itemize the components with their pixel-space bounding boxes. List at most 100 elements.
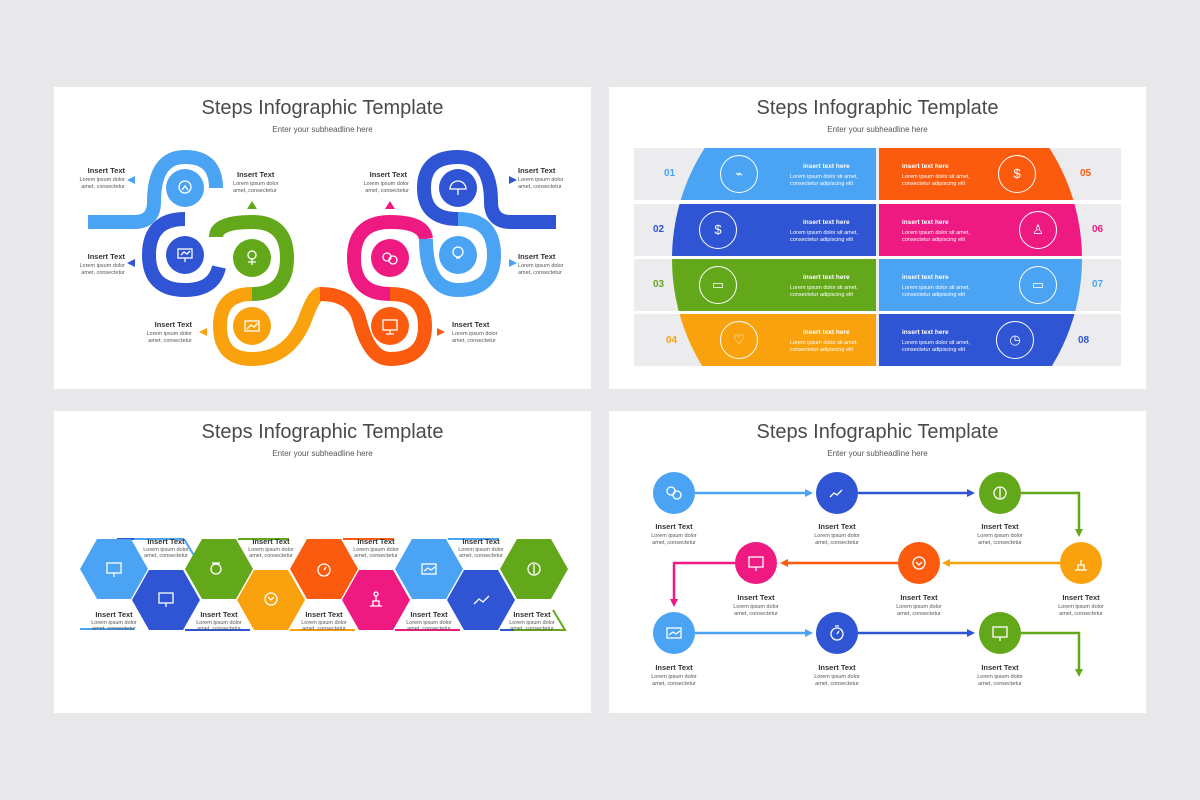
step-label: Insert Text [655, 663, 693, 672]
step-desc-1: Lorem ipsum dolor [518, 177, 564, 183]
step-desc-1: Lorem ipsum dolor [301, 620, 347, 626]
band-desc-2: consectetur adipiscing elit [902, 181, 965, 187]
step-desc-1: Lorem ipsum dolor [196, 620, 242, 626]
band-title: insert text here [803, 329, 850, 336]
band-desc-2: consectetur adipiscing elit [902, 237, 965, 243]
stamp-icon: ♙ [1019, 211, 1057, 249]
step-number: 04 [666, 335, 678, 346]
chart-icon: ⌁ [720, 155, 758, 193]
step-label: Insert Text [357, 537, 395, 546]
step-desc-2: amet, consectetur [81, 184, 125, 190]
arrow-flow-graphic [653, 472, 1102, 677]
step-desc-2: amet, consectetur [652, 681, 696, 687]
step-number: 05 [1080, 168, 1092, 179]
slide-circle-bands: Steps Infographic Template Enter your su… [609, 87, 1146, 389]
slide-subtitle: Enter your subheadline here [827, 125, 928, 134]
circle-bands-graphic [672, 148, 1082, 366]
step-desc-2: amet, consectetur [1059, 611, 1103, 617]
band-desc-1: Lorem ipsum dolor sit amet, [790, 230, 858, 236]
step-label: Insert Text [462, 537, 500, 546]
band-title: insert text here [803, 274, 850, 281]
step-desc-2: amet, consectetur [897, 611, 941, 617]
band-desc-2: consectetur adipiscing elit [790, 237, 853, 243]
hexagon-chain-graphic [80, 538, 568, 631]
band-desc-1: Lorem ipsum dolor sit amet, [790, 285, 858, 291]
step-desc-1: Lorem ipsum dolor [733, 604, 779, 610]
step-desc-2: amet, consectetur [978, 540, 1022, 546]
step-label: Insert Text [200, 610, 238, 619]
step-desc-1: Lorem ipsum dolor [248, 547, 294, 553]
slide-arrow-flow: Steps Infographic Template Enter your su… [609, 411, 1146, 713]
band-desc-1: Lorem ipsum dolor sit amet, [902, 174, 970, 180]
step-desc-1: Lorem ipsum dolor [896, 604, 942, 610]
band-desc-1: Lorem ipsum dolor sit amet, [902, 230, 970, 236]
step-number: 02 [653, 224, 665, 235]
step-label: Insert Text [518, 166, 556, 175]
slide-title: Steps Infographic Template [201, 421, 444, 443]
slide-subtitle: Enter your subheadline here [272, 125, 373, 134]
step-desc-1: Lorem ipsum dolor [233, 181, 279, 187]
step-label: Insert Text [513, 610, 551, 619]
step-desc-1: Lorem ipsum dolor [458, 547, 504, 553]
step-label: Insert Text [900, 593, 938, 602]
step-desc-1: Lorem ipsum dolor [452, 331, 498, 337]
band-desc-1: Lorem ipsum dolor sit amet, [902, 285, 970, 291]
step-number: 01 [664, 168, 676, 179]
money-bag-icon: $ [998, 155, 1036, 193]
band-title: insert text here [803, 163, 850, 170]
band-desc-2: consectetur adipiscing elit [790, 292, 853, 298]
step-label: Insert Text [87, 252, 125, 261]
step-desc-1: Lorem ipsum dolor [91, 620, 137, 626]
step-desc-1: Lorem ipsum dolor [79, 177, 125, 183]
step-desc-2: amet, consectetur [815, 540, 859, 546]
step-desc-1: Lorem ipsum dolor [363, 181, 409, 187]
step-desc-1: Lorem ipsum dolor [977, 674, 1023, 680]
step-desc-2: amet, consectetur [815, 681, 859, 687]
step-label: Insert Text [154, 320, 192, 329]
slide-title: Steps Infographic Template [756, 97, 999, 119]
slide-title: Steps Infographic Template [201, 97, 444, 119]
band-title: insert text here [902, 219, 949, 226]
step-desc-2: amet, consectetur [452, 338, 496, 344]
coins-icon: $ [699, 211, 737, 249]
step-label: Insert Text [818, 522, 856, 531]
step-desc-2: amet, consectetur [459, 553, 503, 559]
step-label: Insert Text [87, 166, 125, 175]
band-desc-2: consectetur adipiscing elit [790, 181, 853, 187]
step-label: Insert Text [452, 320, 490, 329]
band-desc-2: consectetur adipiscing elit [902, 347, 965, 353]
step-desc-2: amet, consectetur [354, 553, 398, 559]
curvy-path-graphic [88, 149, 556, 367]
step-number: 03 [653, 279, 665, 290]
step-desc-2: amet, consectetur [144, 553, 188, 559]
step-desc-2: amet, consectetur [233, 188, 277, 194]
band-desc-2: consectetur adipiscing elit [790, 347, 853, 353]
step-desc-2: amet, consectetur [407, 626, 451, 632]
step-desc-2: amet, consectetur [249, 553, 293, 559]
step-desc-2: amet, consectetur [510, 626, 554, 632]
step-number: 06 [1092, 224, 1104, 235]
slide-subtitle: Enter your subheadline here [272, 449, 373, 458]
step-desc-1: Lorem ipsum dolor [518, 263, 564, 269]
band-title: insert text here [803, 219, 850, 226]
step-number: 08 [1078, 335, 1090, 346]
step-desc-1: Lorem ipsum dolor [146, 331, 192, 337]
step-label: Insert Text [818, 663, 856, 672]
slide-title: Steps Infographic Template [756, 421, 999, 443]
step-desc-1: Lorem ipsum dolor [79, 263, 125, 269]
step-desc-1: Lorem ipsum dolor [814, 533, 860, 539]
band-title: insert text here [902, 274, 949, 281]
step-label: Insert Text [981, 522, 1019, 531]
slide-curvy-steps: Steps Infographic Template Enter your su… [54, 87, 591, 389]
step-desc-2: amet, consectetur [652, 540, 696, 546]
step-desc-1: Lorem ipsum dolor [977, 533, 1023, 539]
band-title: insert text here [902, 329, 949, 336]
slide-subtitle: Enter your subheadline here [827, 449, 928, 458]
step-desc-2: amet, consectetur [518, 184, 562, 190]
band-desc-2: consectetur adipiscing elit [902, 292, 965, 298]
step-label: Insert Text [1062, 593, 1100, 602]
step-label: Insert Text [410, 610, 448, 619]
step-label: Insert Text [237, 170, 275, 179]
step-desc-2: amet, consectetur [81, 270, 125, 276]
step-desc-2: amet, consectetur [92, 626, 136, 632]
